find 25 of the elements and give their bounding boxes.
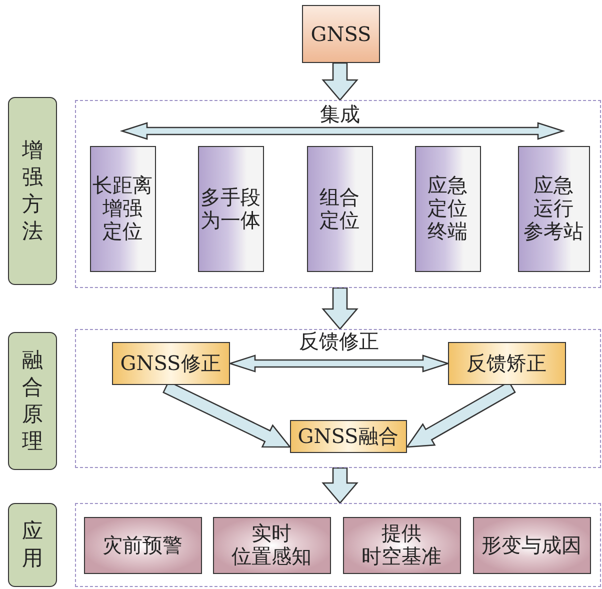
gnss-box: GNSS — [302, 5, 380, 63]
category-box: 融合原理 — [8, 332, 57, 470]
method-box: 多手段为一体 — [198, 146, 264, 272]
process-box: GNSS修正 — [112, 342, 230, 384]
category-box: 增强方法 — [8, 97, 57, 285]
dashed-panel — [75, 329, 601, 468]
method-box: 应急运行参考站 — [518, 146, 590, 272]
method-box: 应急定位终端 — [414, 146, 480, 272]
application-box: 实时位置感知 — [212, 516, 330, 574]
edge-label: 反馈修正 — [298, 330, 380, 352]
application-box: 形变与成因 — [472, 516, 590, 574]
block-arrow — [322, 62, 358, 101]
dashed-panel — [75, 503, 601, 587]
block-arrow — [228, 354, 450, 372]
application-box: 灾前预警 — [84, 516, 202, 574]
dashed-panel — [75, 100, 601, 288]
block-arrow — [322, 467, 358, 504]
process-box: 反馈矫正 — [448, 342, 566, 384]
block-arrow — [322, 287, 358, 330]
process-box: GNSS融合 — [290, 420, 406, 452]
application-box: 提供时空基准 — [342, 516, 460, 574]
arrow-label: 集成 — [319, 103, 361, 126]
method-box: 组合定位 — [306, 146, 372, 272]
category-box: 应用 — [8, 503, 57, 587]
method-box: 长距离增强定位 — [90, 146, 156, 272]
